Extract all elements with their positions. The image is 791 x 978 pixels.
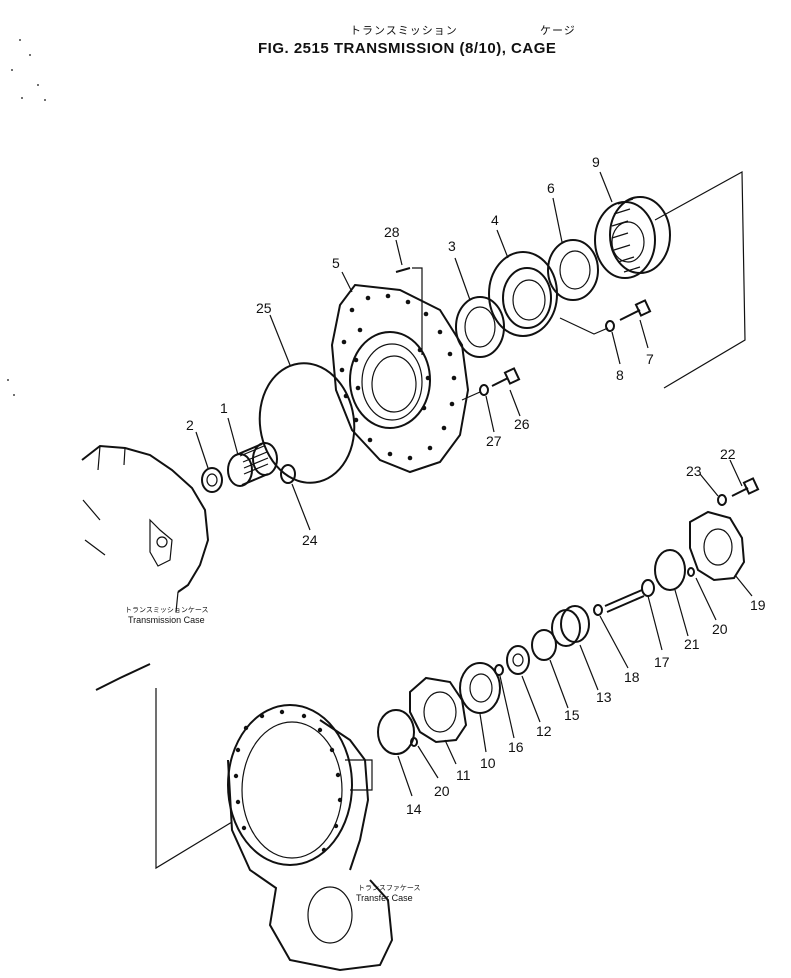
part-27-washer [479,384,489,396]
part-label-16: 16 [508,739,524,755]
transmission-case [81,444,210,691]
part-22-bolt [731,477,760,497]
part-1-shaft [227,442,278,487]
part-label-4: 4 [491,212,499,228]
part-8-washer [605,320,615,332]
part-label-19: 19 [750,597,766,613]
part-11-cover [409,676,468,744]
part-4-retainer [488,251,558,337]
part-9-gear [594,196,671,279]
scan-noise [7,39,46,396]
part-26-bolt [491,367,521,387]
part-10-bearing [459,662,501,714]
part-19-cover [689,510,746,582]
part-label-15: 15 [564,707,580,723]
title-japanese-right: ケージ [540,25,576,37]
part-label-20-upper: 20 [712,621,728,637]
part-label-6: 6 [547,180,555,196]
transfer-case-label: Transfer Case [356,893,413,903]
leader-28 [412,267,423,355]
part-16-washer [494,664,504,676]
transmission-case-label: Transmission Case [128,615,205,625]
part-label-8: 8 [616,367,624,383]
part-label-21: 21 [684,636,700,652]
transmission-case-label-jp: トランスミッションケース [125,606,209,614]
part-number-labels: 1 2 3 4 5 6 7 8 9 10 11 12 13 14 15 16 1… [186,154,766,817]
part-25-large-o-ring [258,362,356,484]
figure-title: FIG. 2515 TRANSMISSION (8/10), CAGE [258,40,557,57]
part-14-o-ring [377,709,415,755]
part-label-11: 11 [456,767,471,783]
leader-5-27 [461,391,481,401]
part-label-1: 1 [220,400,228,416]
transfer-case-label-jp: トランスファケース [358,884,421,892]
part-label-25: 25 [256,300,272,316]
part-18-washer [593,604,603,616]
part-label-14: 14 [406,801,422,817]
leader-lines [195,171,753,797]
part-2-bearing [201,467,223,493]
part-label-18: 18 [624,669,640,685]
part-28-pin [395,267,411,273]
part-3-bearing [455,296,505,358]
part-23-washer [717,494,727,506]
part-label-20-lower: 20 [434,783,450,799]
part-15-o-ring [531,629,557,661]
leader-6-8 [559,317,609,335]
part-label-24: 24 [302,532,318,548]
part-label-10: 10 [480,755,496,771]
part-21-o-ring [654,549,686,591]
part-label-5: 5 [332,255,340,271]
bracket-line-upper [654,170,746,389]
title-japanese-left: トランスミッション [350,25,458,37]
part-label-27: 27 [486,433,502,449]
part-24-o-ring [280,464,296,484]
part-label-28: 28 [384,224,400,240]
part-label-12: 12 [536,723,552,739]
part-label-9: 9 [592,154,600,170]
part-label-17: 17 [654,654,670,670]
part-12-nut [506,645,530,675]
part-label-13: 13 [596,689,612,705]
part-label-2: 2 [186,417,194,433]
part-20-o-ring-small [410,737,418,747]
bracket-line-lower [155,688,233,870]
part-label-23: 23 [686,463,702,479]
part-17-bolt [604,579,655,613]
part-7-bolt [619,299,652,321]
part-label-22: 22 [720,446,736,462]
part-20-o-ring-small-upper [687,567,695,577]
transfer-case [227,704,394,972]
part-label-3: 3 [448,238,456,254]
part-label-26: 26 [514,416,530,432]
part-label-7: 7 [646,351,654,367]
part-6-bearing [547,239,599,301]
part-13-seal [551,605,590,647]
part-5-cage-housing [330,283,470,474]
